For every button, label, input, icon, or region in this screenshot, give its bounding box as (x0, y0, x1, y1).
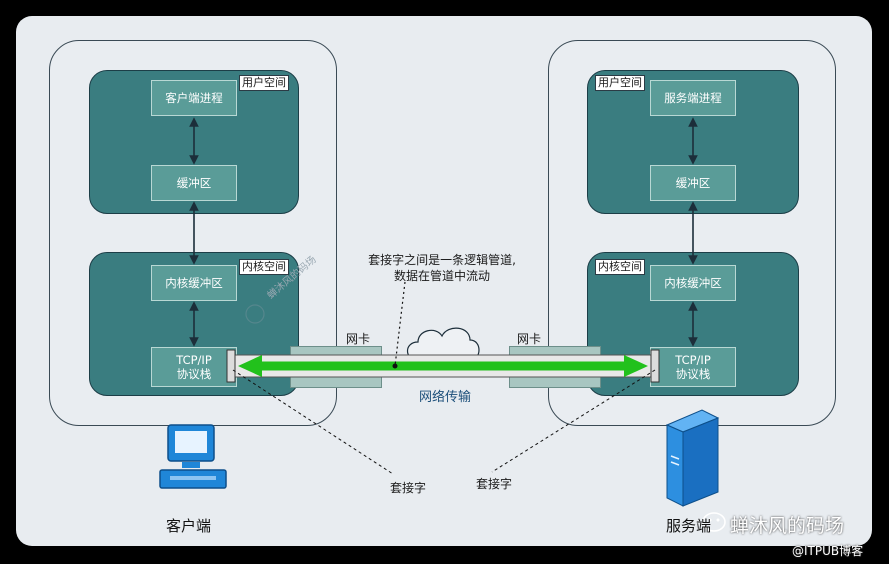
server-kernel-buffer: 内核缓冲区 (650, 265, 736, 301)
pipe-annotation-dot (392, 363, 398, 369)
network-transport-label: 网络传输 (418, 390, 471, 405)
client-socket-cap (226, 349, 236, 383)
client-socket-label: 套接字 (389, 481, 426, 495)
client-kernel-space-tag: 内核空间 (239, 259, 289, 275)
client-process: 客户端进程 (151, 80, 237, 116)
server-stack-line2: 协议栈 (675, 367, 711, 381)
server-socket-cap (650, 349, 660, 383)
server-user-space-tag: 用户空间 (595, 75, 645, 91)
server-socket-leader (491, 369, 656, 473)
pipe-annotation-line1: 套接字之间是一条逻辑管道, (368, 253, 516, 267)
client-user-space-tag: 用户空间 (239, 75, 289, 91)
server-nic-label: 网卡 (516, 332, 541, 346)
pipe-annotation-leader (394, 281, 406, 367)
client-socket-leader (232, 369, 394, 475)
watermark-large-text: 蝉沐风的码场 (730, 515, 845, 537)
network-cloud-icon (406, 327, 480, 361)
server-stack-line1: TCP/IP (675, 353, 711, 367)
client-nic-label: 网卡 (345, 332, 370, 346)
server-caption: 服务端 (666, 517, 712, 535)
server-tcpip-stack: TCP/IP 协议栈 (650, 347, 736, 387)
client-kernel-buffer: 内核缓冲区 (151, 265, 237, 301)
pipe-annotation-line2: 数据在管道中流动 (393, 269, 490, 283)
server-socket-label: 套接字 (475, 477, 512, 491)
data-flow-arrowhead-left (238, 355, 262, 377)
client-caption: 客户端 (166, 517, 212, 535)
watermark-itpub-text: @ITPUB博客 (792, 544, 864, 558)
server-process: 服务端进程 (650, 80, 736, 116)
client-buffer: 缓冲区 (151, 165, 237, 201)
data-flow-arrowhead-right (624, 355, 648, 377)
server-tower-icon (665, 409, 720, 507)
client-computer-icon (159, 424, 227, 489)
client-stack-line1: TCP/IP (176, 353, 212, 367)
server-kernel-space-tag: 内核空间 (595, 259, 645, 275)
watermark-wechat-icon (245, 304, 265, 324)
pipe-annotation: 套接字之间是一条逻辑管道, 数据在管道中流动 (352, 252, 532, 284)
wechat-logo-icon (702, 512, 726, 532)
client-stack-line2: 协议栈 (176, 367, 212, 381)
server-buffer: 缓冲区 (650, 165, 736, 201)
